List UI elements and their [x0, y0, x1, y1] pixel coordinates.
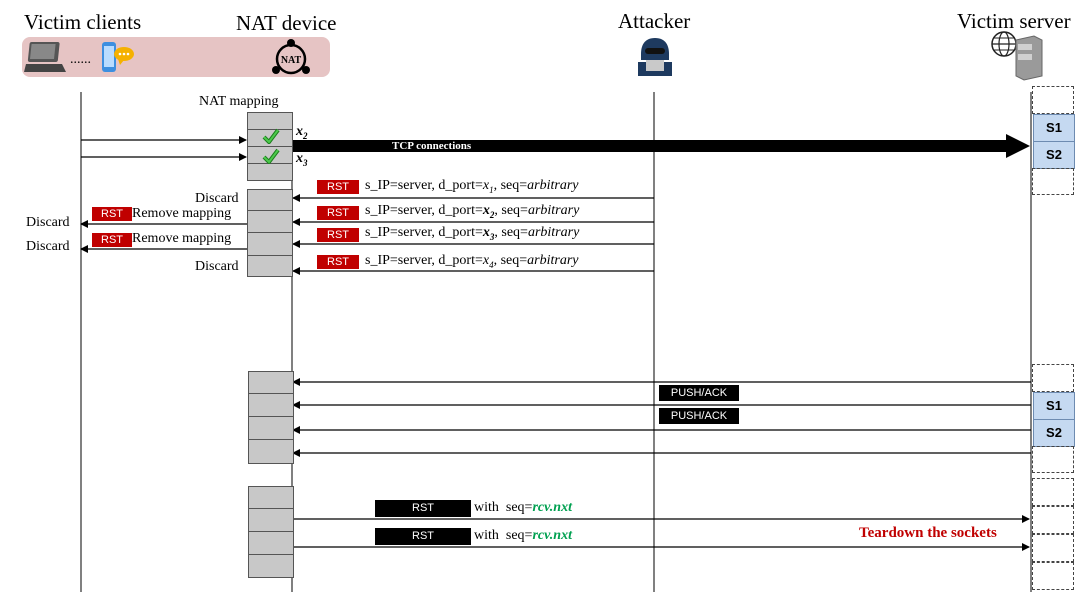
victim-server-title: Victim server [957, 9, 1071, 33]
nat-mapping-cell [247, 163, 293, 181]
checkmark-icon [262, 148, 280, 164]
push-ack-badge: PUSH/ACK [659, 385, 739, 401]
attack-packet-label: s_IP=server, d_port=x2, seq=arbitrary [365, 203, 580, 220]
remove-mapping-label: Remove mapping [132, 206, 232, 221]
nat-mapping-cell [247, 189, 293, 211]
discard-label: Discard [195, 191, 239, 206]
nat-mapping-cell [248, 508, 294, 532]
socket-slot [1032, 168, 1074, 195]
tcp-connections-arrowhead [1006, 134, 1030, 158]
checkmark-icon [262, 128, 280, 144]
rst-badge: RST [92, 233, 132, 247]
server-icon [991, 31, 1043, 81]
nat-mapping-cell [247, 210, 293, 233]
tcp-connections-bar [292, 140, 1008, 152]
socket-s1: S1 [1033, 114, 1075, 142]
attack-packet-label: s_IP=server, d_port=x4, seq=arbitrary [365, 253, 579, 270]
attack-packet-label: s_IP=server, d_port=x1, seq=arbitrary [365, 178, 579, 195]
rst-badge: RST [317, 228, 359, 242]
port-x2-label: x2 [296, 124, 308, 141]
socket-s1: S1 [1033, 392, 1075, 420]
socket-slot [1032, 562, 1074, 590]
discard-label: Discard [26, 239, 70, 254]
rst-badge: RST [92, 207, 132, 221]
nat-device-title: NAT device [236, 11, 337, 35]
nat-mapping-cell [248, 531, 294, 555]
socket-slot [1032, 86, 1074, 114]
socket-slot [1032, 478, 1074, 506]
nat-mapping-cell [248, 554, 294, 578]
nat-icon: NAT [272, 39, 310, 75]
hacker-icon [638, 38, 672, 76]
port-x3-label: x3 [296, 151, 308, 168]
nat-mapping-cell [248, 439, 294, 464]
socket-slot [1032, 506, 1074, 534]
socket-slot [1032, 446, 1074, 473]
client-ellipsis: ...... [70, 52, 91, 67]
nat-mapping-label: NAT mapping [199, 94, 279, 109]
rst-seq-label: with seq=rcv.nxt [474, 500, 572, 515]
discard-label: Discard [195, 259, 239, 274]
socket-s2: S2 [1033, 419, 1075, 447]
nat-mapping-cell [248, 393, 294, 417]
rst-seq-label: with seq=rcv.nxt [474, 528, 572, 543]
nat-mapping-cell [248, 371, 294, 394]
rst-black-badge: RST [375, 528, 471, 545]
smartphone-icon [102, 42, 134, 72]
victim-clients-title: Victim clients [24, 10, 142, 34]
socket-s2: S2 [1033, 141, 1075, 169]
tcp-connections-label: TCP connections [392, 140, 472, 152]
remove-mapping-label: Remove mapping [132, 231, 232, 246]
nat-mapping-cell [248, 416, 294, 440]
nat-icon-label: NAT [281, 55, 302, 66]
rst-badge: RST [317, 180, 359, 194]
teardown-label: Teardown the sockets [859, 525, 997, 541]
socket-slot [1032, 534, 1074, 562]
attacker-title: Attacker [618, 9, 691, 33]
rst-black-badge: RST [375, 500, 471, 517]
socket-slot [1032, 364, 1074, 392]
attack-packet-label: s_IP=server, d_port=x3, seq=arbitrary [365, 225, 580, 242]
discard-label: Discard [26, 215, 70, 230]
rst-badge: RST [317, 255, 359, 269]
nat-mapping-cell [247, 232, 293, 256]
rst-badge: RST [317, 206, 359, 220]
push-ack-badge: PUSH/ACK [659, 408, 739, 424]
nat-mapping-cell [248, 486, 294, 509]
nat-mapping-cell [247, 255, 293, 277]
laptop-icon [24, 42, 66, 72]
